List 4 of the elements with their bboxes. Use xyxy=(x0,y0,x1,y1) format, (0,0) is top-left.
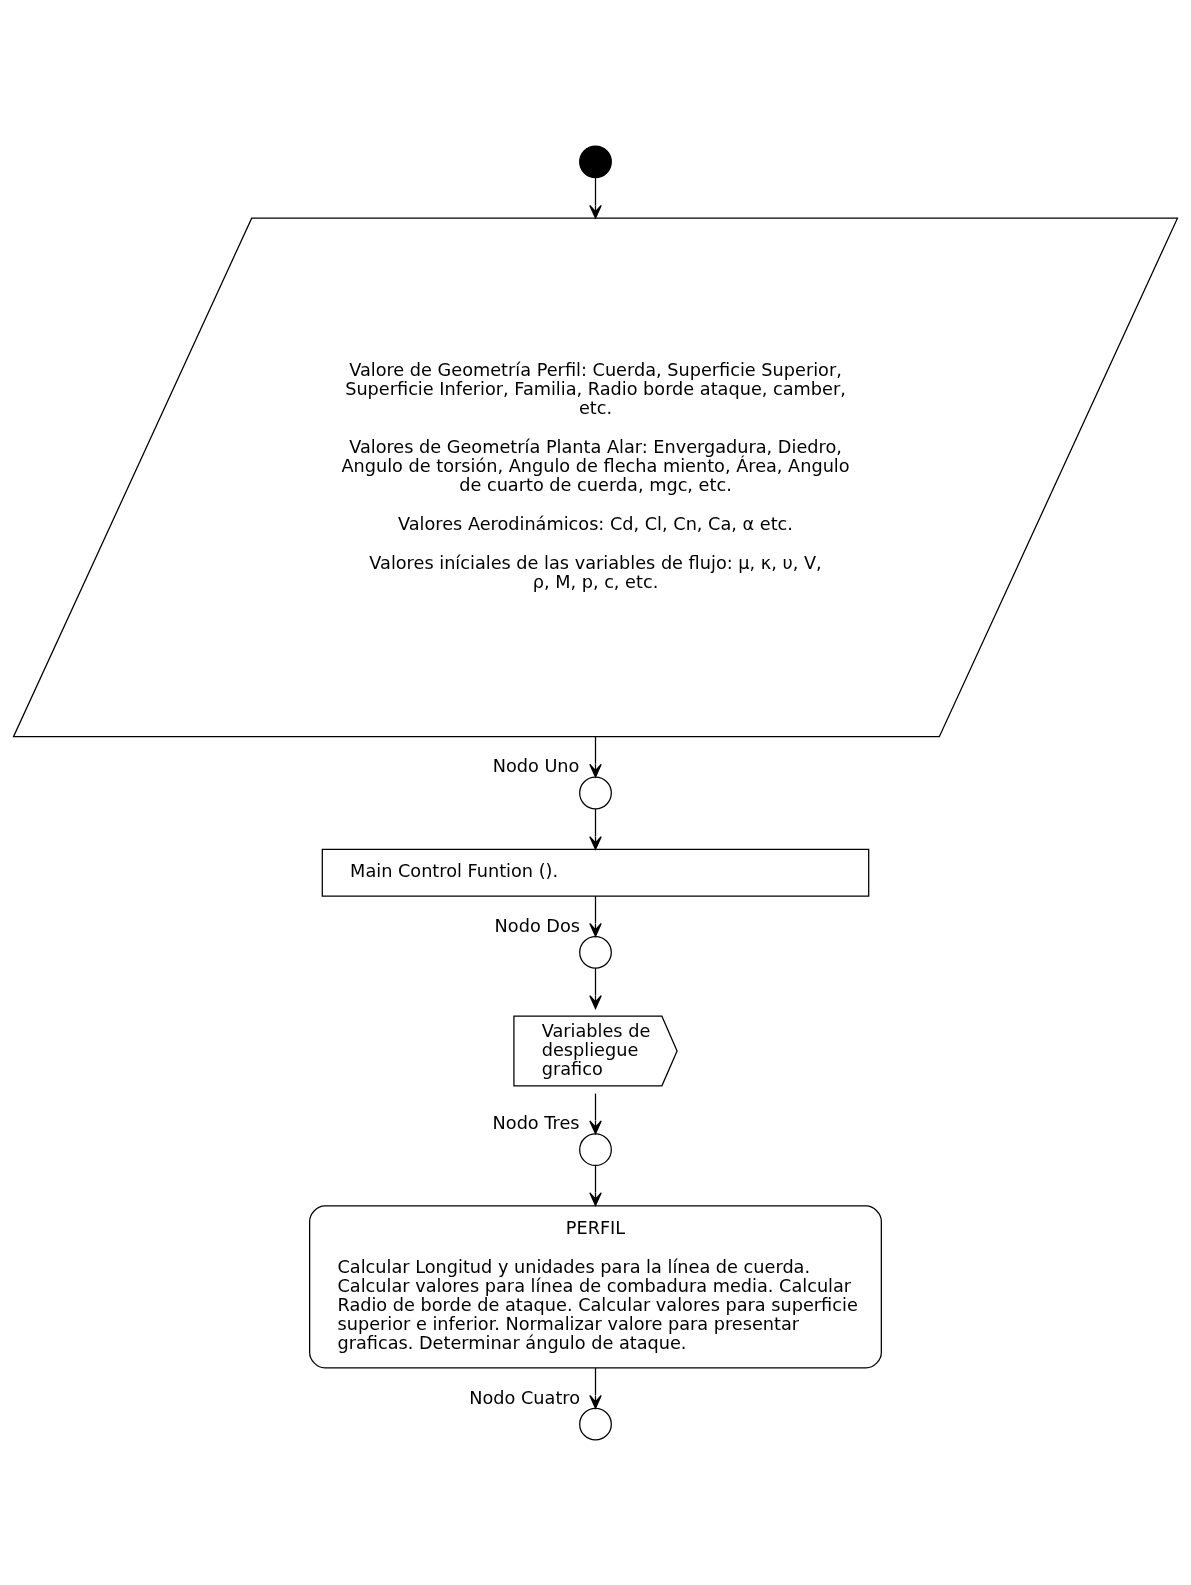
node-label: Nodo Uno xyxy=(492,755,580,776)
node-label: Nodo Cuatro xyxy=(469,1387,581,1408)
node-label: Nodo Tres xyxy=(492,1112,580,1133)
node-label: Nodo Dos xyxy=(494,915,581,936)
